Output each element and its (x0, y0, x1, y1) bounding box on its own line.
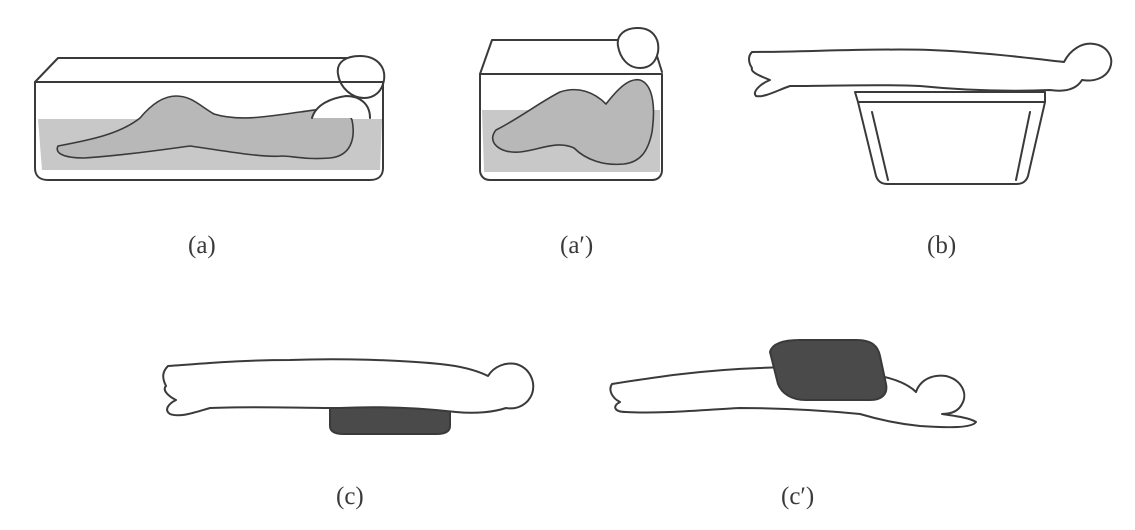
seated-body (491, 78, 655, 166)
caption-a: (a) (188, 232, 216, 259)
seated-head (616, 27, 660, 69)
bathtub-back (34, 57, 384, 83)
prone-body (748, 42, 1113, 98)
panel-a-prime-illustration (479, 27, 663, 181)
supine-body-c (162, 358, 535, 417)
submerged-body (56, 95, 354, 160)
bathtub-front (34, 81, 384, 181)
caption-c: (c) (336, 483, 364, 510)
caption-c-prime: (c′) (781, 483, 815, 510)
deep-tub-front (479, 73, 663, 181)
weight-block (769, 339, 888, 401)
caption-a-prime: (a′) (560, 232, 594, 259)
person-shoulders (311, 95, 371, 119)
basin (854, 91, 1046, 185)
panel-a-illustration (34, 55, 386, 181)
panel-c-prime-illustration (609, 339, 977, 429)
panel-b-illustration (748, 42, 1113, 185)
panel-c-illustration (162, 358, 535, 435)
caption-b: (b) (927, 232, 957, 259)
person-head (336, 55, 386, 99)
